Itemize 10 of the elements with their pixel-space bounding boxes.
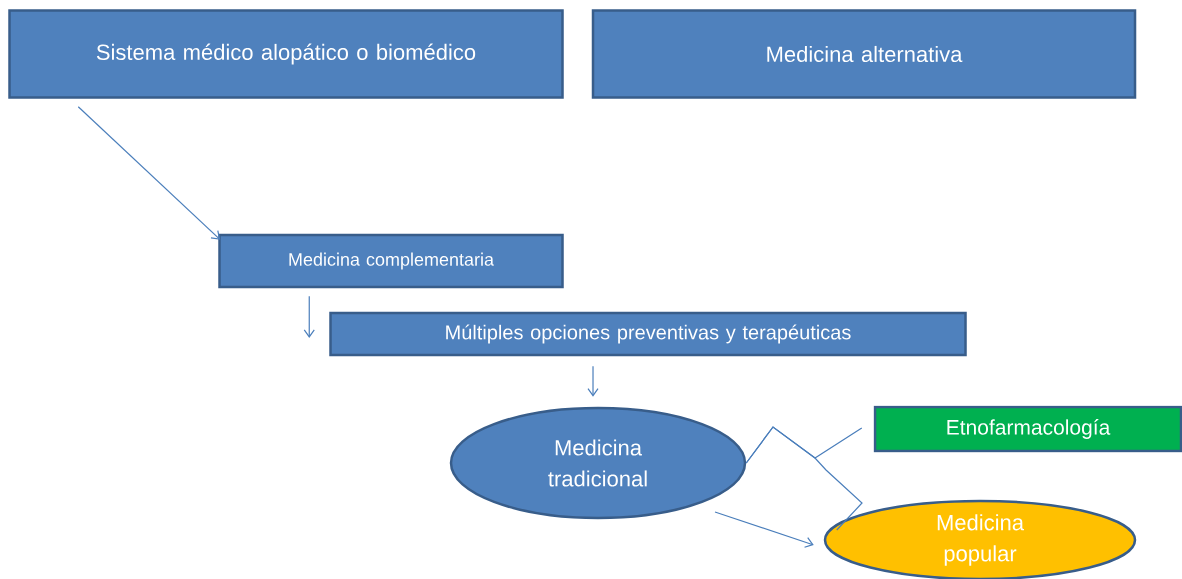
process-box: Medicina complementaria	[218, 233, 564, 289]
process-box: Sistema médico alopático o biomédico	[8, 9, 564, 99]
arrow	[77, 106, 221, 240]
bracket-line	[745, 426, 863, 531]
process-box: Múltiples opciones preventivas y terapéuticas	[329, 311, 967, 357]
highlight-box: Etnofarmacología	[873, 405, 1182, 453]
process-box: Medicina alternativa	[591, 9, 1137, 99]
arrow	[714, 511, 814, 548]
arrow	[587, 365, 599, 397]
arrow	[303, 295, 315, 338]
